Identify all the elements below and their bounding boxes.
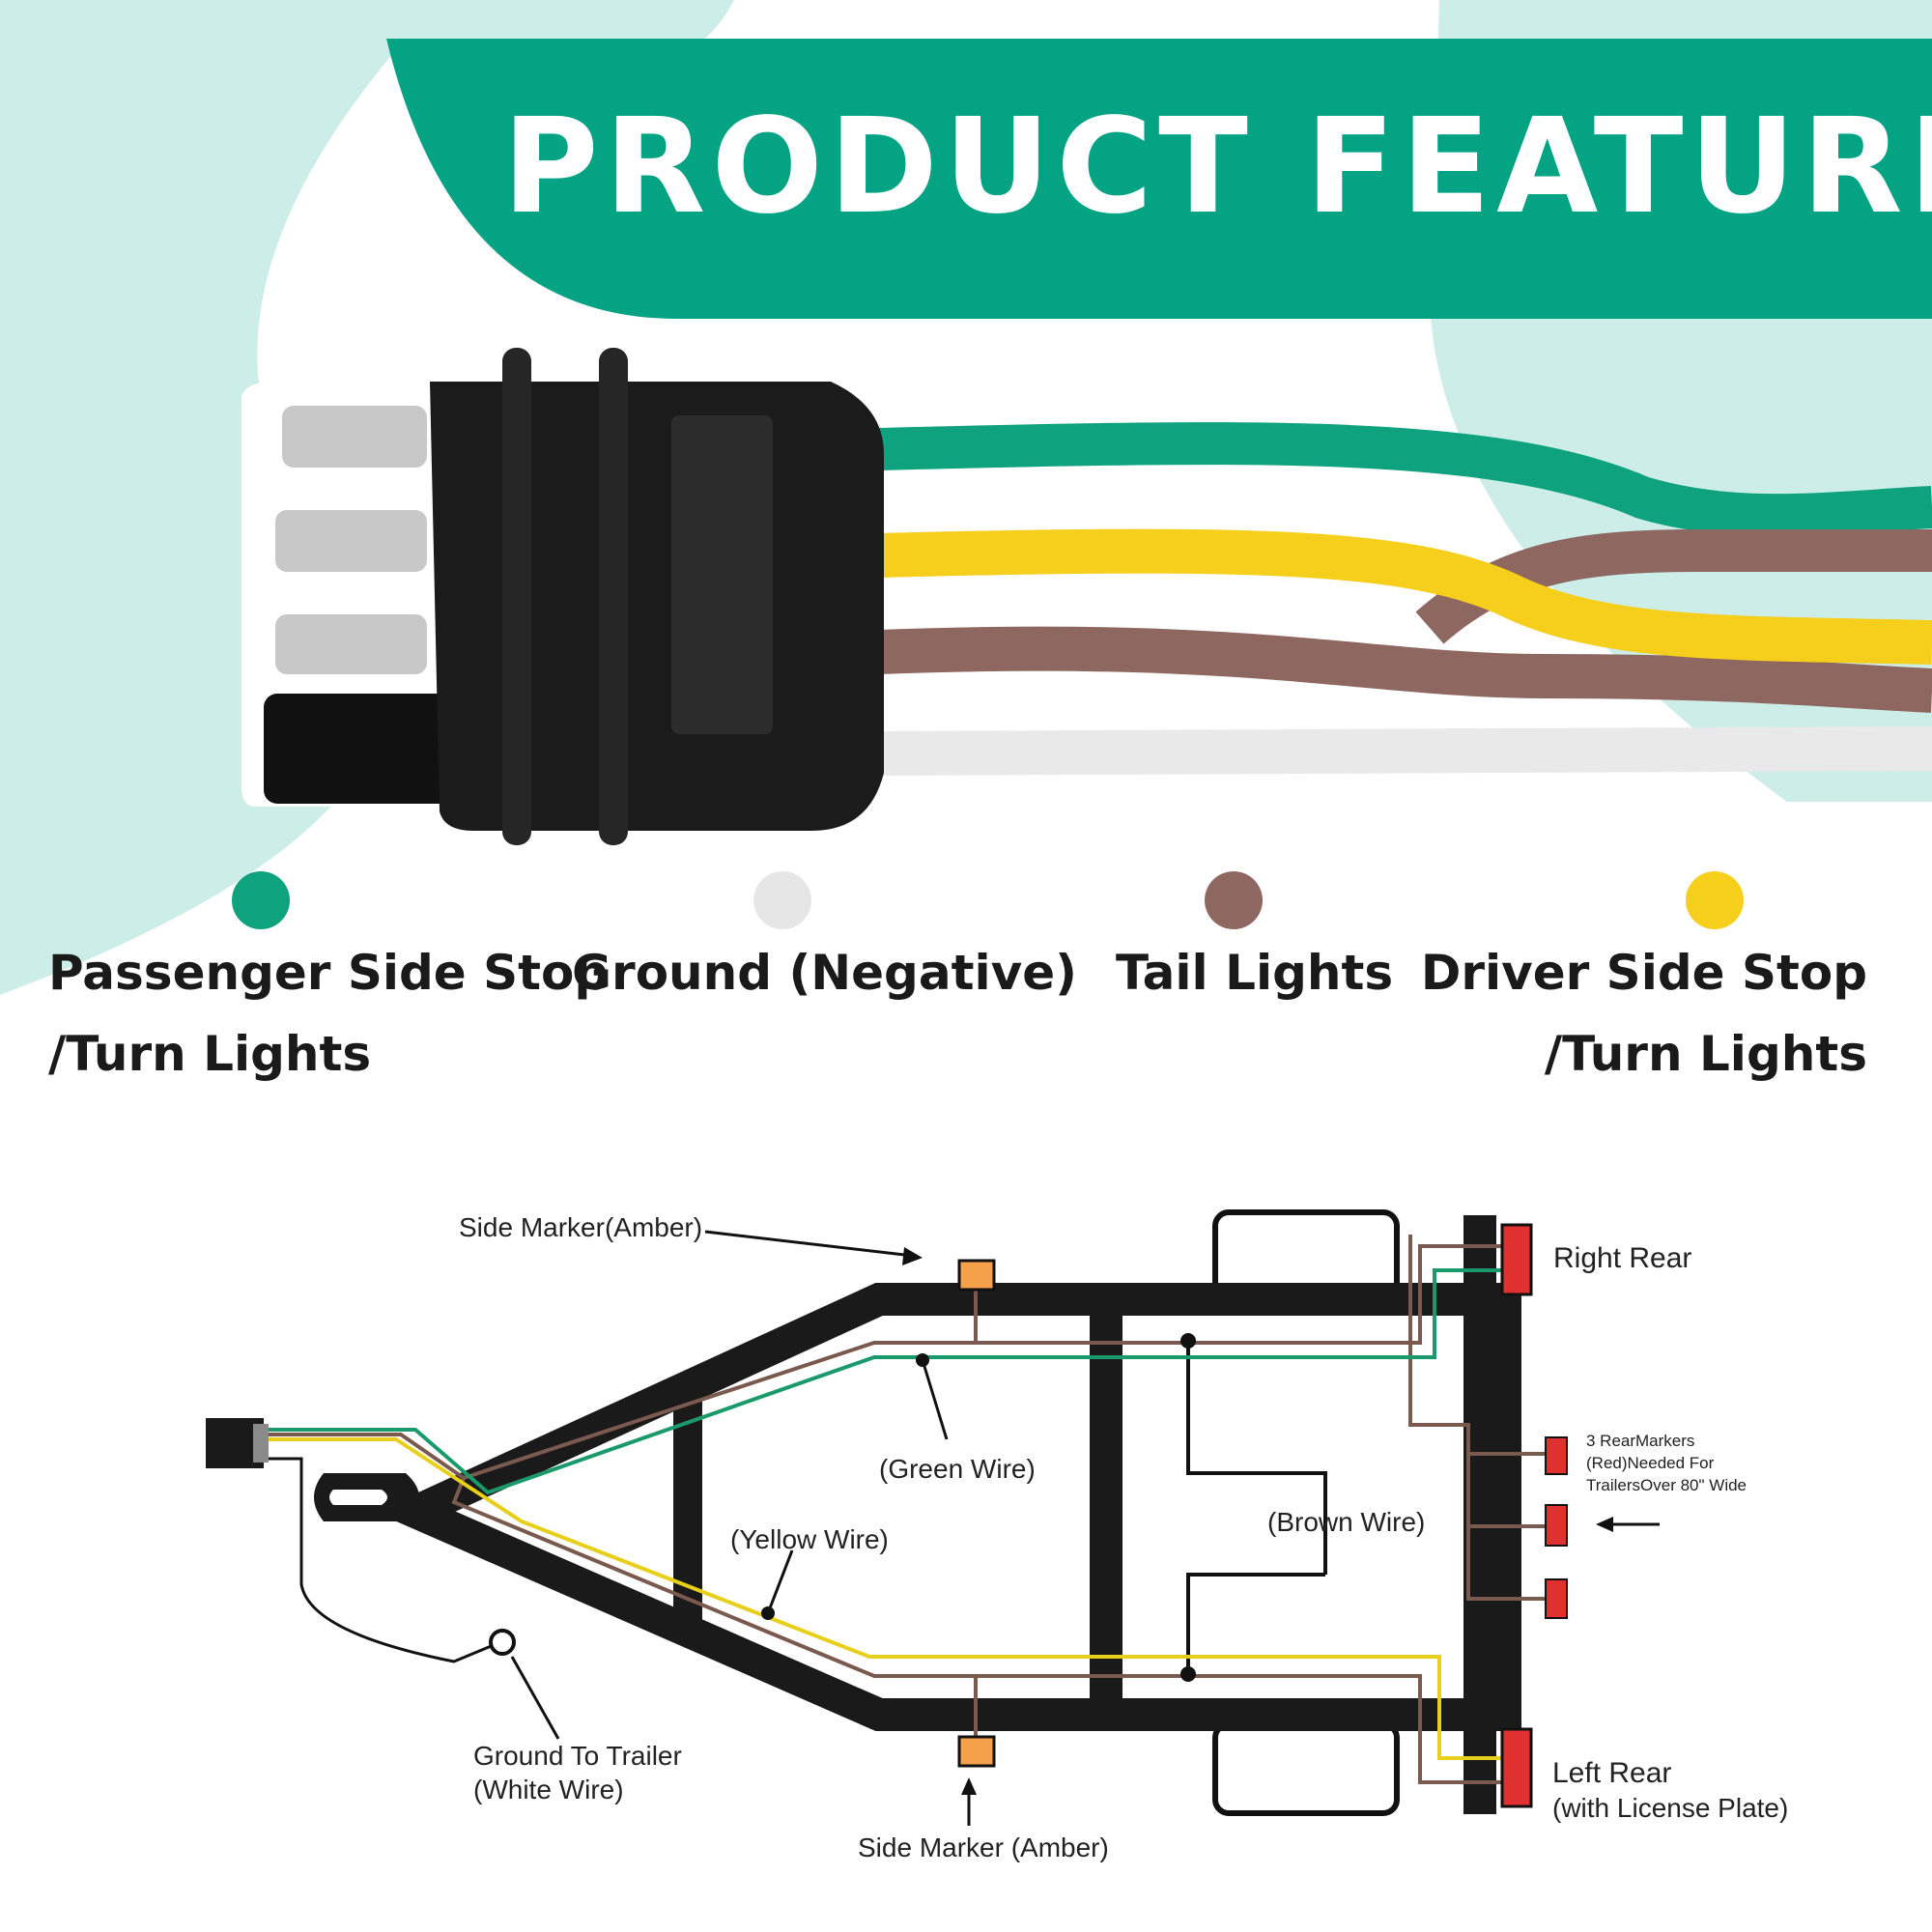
legend-dot-green <box>232 871 290 929</box>
diagram-wire-brown-rear <box>1408 1235 1546 1601</box>
callout-side-marker-top-arrow <box>902 1247 923 1265</box>
pin-2 <box>275 510 427 572</box>
legend-label-ground: Ground (Negative) <box>572 932 1077 1013</box>
label-green-wire: (Green Wire) <box>879 1454 1036 1484</box>
diagram-wire-yellow <box>269 1437 1505 1760</box>
label-rear-markers-1: 3 RearMarkers <box>1586 1432 1694 1450</box>
legend-passenger-line1: Passenger Side Stop <box>48 945 610 1001</box>
housing-rib-1 <box>502 348 531 845</box>
wire-brown-twist <box>1415 529 1932 644</box>
amber-marker-bottom <box>957 1735 996 1768</box>
legend-dot-yellow <box>1686 871 1744 929</box>
legend-ground-line1: Ground (Negative) <box>572 945 1077 1001</box>
right-rear-light <box>1500 1223 1533 1296</box>
label-yellow-wire: (Yellow Wire) <box>730 1524 889 1554</box>
rear-marker-2 <box>1545 1504 1568 1547</box>
label-side-marker-top: Side Marker(Amber) <box>459 1212 702 1242</box>
legend-passenger-line2: /Turn Lights <box>48 1026 372 1082</box>
legend-label-passenger: Passenger Side Stop /Turn Lights <box>48 932 609 1094</box>
label-ground-to-trailer-2: (White Wire) <box>473 1775 624 1804</box>
ground-ring-terminal <box>489 1629 516 1656</box>
label-brown-wire: (Brown Wire) <box>1267 1507 1425 1537</box>
callout-yellow <box>766 1549 794 1614</box>
legend-label-tail: Tail Lights <box>1116 932 1393 1013</box>
wire-brown <box>878 626 1932 713</box>
diagram-wire-brown <box>269 1244 1505 1481</box>
rear-marker-1 <box>1545 1436 1568 1475</box>
legend-tail-line1: Tail Lights <box>1116 945 1394 1001</box>
rear-marker-3 <box>1545 1578 1568 1619</box>
label-rear-markers-3: TrailersOver 80" Wide <box>1586 1476 1747 1494</box>
label-right-rear: Right Rear <box>1553 1242 1691 1274</box>
label-ground-to-trailer-1: Ground To Trailer <box>473 1741 682 1771</box>
callout-ground <box>510 1656 560 1740</box>
page-title: PRODUCT FEATURE <box>502 91 1932 243</box>
callout-green <box>921 1359 949 1440</box>
pin-3 <box>275 614 427 674</box>
diagram-wire-green <box>269 1268 1505 1495</box>
junction-dot-2 <box>1180 1333 1196 1349</box>
wire-green <box>878 422 1932 537</box>
wire-white <box>878 726 1932 776</box>
junction-dot-3 <box>1180 1666 1196 1682</box>
label-left-rear-2: (with License Plate) <box>1552 1793 1788 1823</box>
legend-dot-white <box>753 871 811 929</box>
legend-driver-line1: Driver Side Stop <box>1420 945 1867 1001</box>
housing-grip <box>671 415 773 734</box>
callout-rear-markers-arrow <box>1596 1517 1613 1532</box>
header-band <box>386 39 1932 319</box>
diagram-plug-pins <box>253 1424 269 1463</box>
callout-side-marker-top <box>704 1230 914 1258</box>
pin-4-socket <box>264 694 457 804</box>
diagram-wire-brown-center <box>1186 1343 1327 1676</box>
pin-1 <box>282 406 427 468</box>
housing-rib-2 <box>599 348 628 845</box>
label-side-marker-bottom: Side Marker (Amber) <box>858 1833 1109 1862</box>
legend-driver-line2: /Turn Lights <box>1544 1026 1867 1082</box>
tire-bottom <box>1212 1721 1400 1816</box>
diagram-wire-brown-lower <box>451 1477 1505 1784</box>
amber-marker-top <box>957 1259 996 1292</box>
diagram-wire-white <box>269 1457 501 1663</box>
trailer-frame <box>375 1283 1521 1731</box>
left-rear-light <box>1500 1727 1533 1808</box>
wire-yellow <box>878 528 1932 665</box>
legend-dot-brown <box>1205 871 1263 929</box>
label-rear-markers-2: (Red)Needed For <box>1586 1454 1715 1472</box>
hitch-eye <box>329 1490 387 1505</box>
legend-label-driver: Driver Side Stop /Turn Lights <box>1421 932 1867 1094</box>
callout-side-marker-bottom-arrow <box>961 1777 977 1795</box>
label-left-rear-1: Left Rear <box>1552 1757 1671 1789</box>
